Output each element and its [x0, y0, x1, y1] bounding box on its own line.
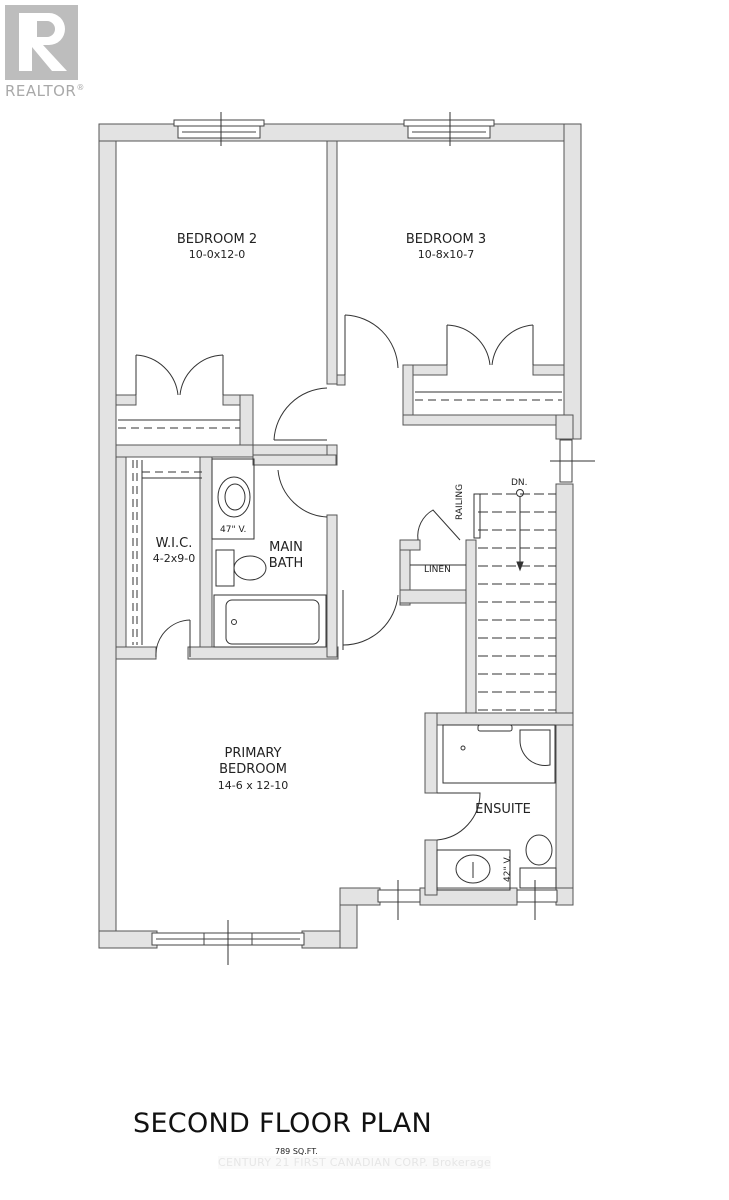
room-dimensions: 14-6 x 12-10 — [217, 778, 289, 792]
realtor-logo-text: REALTOR — [5, 82, 77, 100]
room-name-line1: PRIMARY — [224, 746, 282, 761]
ensuite-vanity-label: 42" V. — [503, 855, 513, 882]
room-ensuite: ENSUITE — [475, 802, 531, 818]
room-bedroom-2: BEDROOM 2 10-0x12-0 — [177, 232, 257, 262]
room-name: ENSUITE — [475, 802, 531, 817]
railing-label: RAILING — [455, 483, 465, 520]
room-dimensions: 10-0x12-0 — [188, 248, 246, 262]
floor-plan-drawing — [98, 112, 595, 965]
room-dimensions: 4-2x9-0 — [152, 552, 196, 566]
brokerage-watermark: CENTURY 21 FIRST CANADIAN CORP. Brokerag… — [218, 1156, 492, 1169]
stairs-down-label: DN. — [511, 478, 528, 488]
room-bedroom-3: BEDROOM 3 10-8x10-7 — [406, 232, 486, 262]
realtor-logo: REALTOR® — [5, 5, 95, 100]
plan-title: SECOND FLOOR PLAN — [133, 1108, 433, 1139]
room-primary-bedroom: PRIMARY BEDROOM 14-6 x 12-10 — [218, 746, 288, 792]
room-name-line1: MAIN — [269, 540, 303, 555]
room-name: W.I.C. — [155, 536, 193, 551]
room-name-line2: BATH — [268, 556, 304, 572]
room-name: BEDROOM 2 — [176, 232, 258, 247]
realtor-r-icon — [5, 5, 78, 80]
room-dimensions: 10-8x10-7 — [417, 248, 475, 262]
room-name-line2: BEDROOM — [219, 762, 287, 778]
plan-area: 789 SQ.FT. — [275, 1147, 318, 1156]
room-wic: W.I.C. 4-2x9-0 — [153, 536, 195, 566]
room-main-bath: MAIN BATH — [269, 540, 304, 573]
vanity-label: 47" V. — [220, 525, 247, 535]
room-name: BEDROOM 3 — [405, 232, 487, 247]
linen-label: LINEN — [424, 565, 451, 575]
